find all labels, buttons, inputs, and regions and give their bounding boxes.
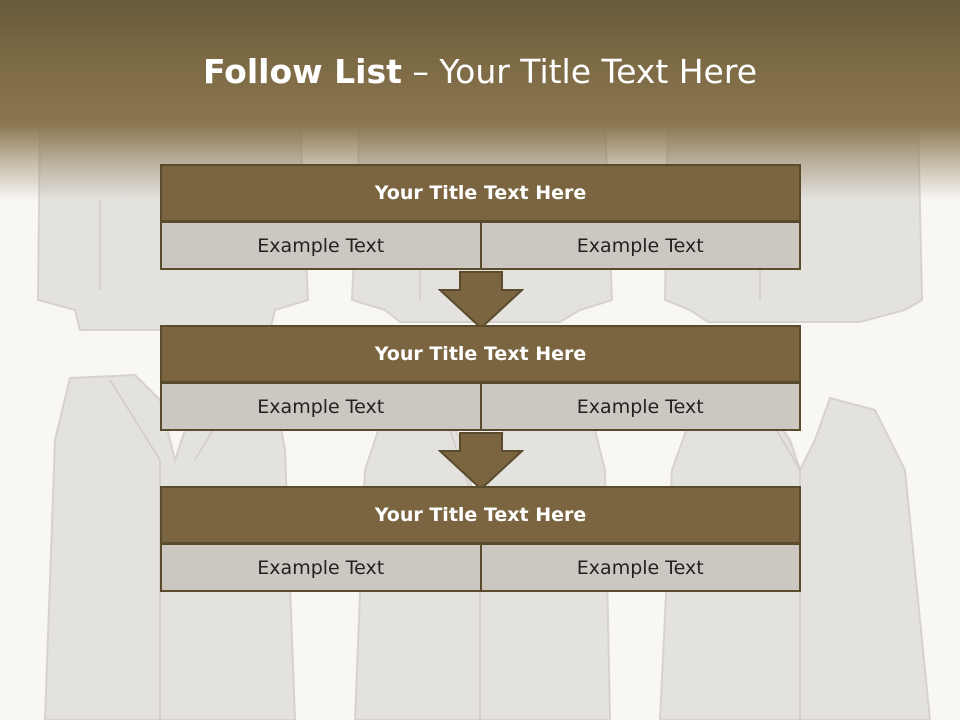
slide-title-bold: Follow List xyxy=(202,52,402,91)
block-cell-left: Example Text xyxy=(160,543,482,592)
slide-title: Follow List – Your Title Text Here xyxy=(0,52,960,91)
block-cell-right: Example Text xyxy=(479,382,801,431)
slide-title-rest: – Your Title Text Here xyxy=(412,52,758,91)
list-block-2: Your Title Text Here Example Text Exampl… xyxy=(160,325,801,431)
block-cell-right: Example Text xyxy=(479,221,801,270)
block-title: Your Title Text Here xyxy=(160,486,801,544)
block-cell-left: Example Text xyxy=(160,382,482,431)
list-block-3: Your Title Text Here Example Text Exampl… xyxy=(160,486,801,592)
block-cell-right: Example Text xyxy=(479,543,801,592)
block-row: Example Text Example Text xyxy=(160,382,801,431)
block-row: Example Text Example Text xyxy=(160,221,801,270)
down-arrow-icon xyxy=(438,432,524,491)
block-title: Your Title Text Here xyxy=(160,164,801,222)
block-row: Example Text Example Text xyxy=(160,543,801,592)
block-cell-left: Example Text xyxy=(160,221,482,270)
block-title: Your Title Text Here xyxy=(160,325,801,383)
down-arrow-icon xyxy=(438,271,524,330)
list-block-1: Your Title Text Here Example Text Exampl… xyxy=(160,164,801,270)
